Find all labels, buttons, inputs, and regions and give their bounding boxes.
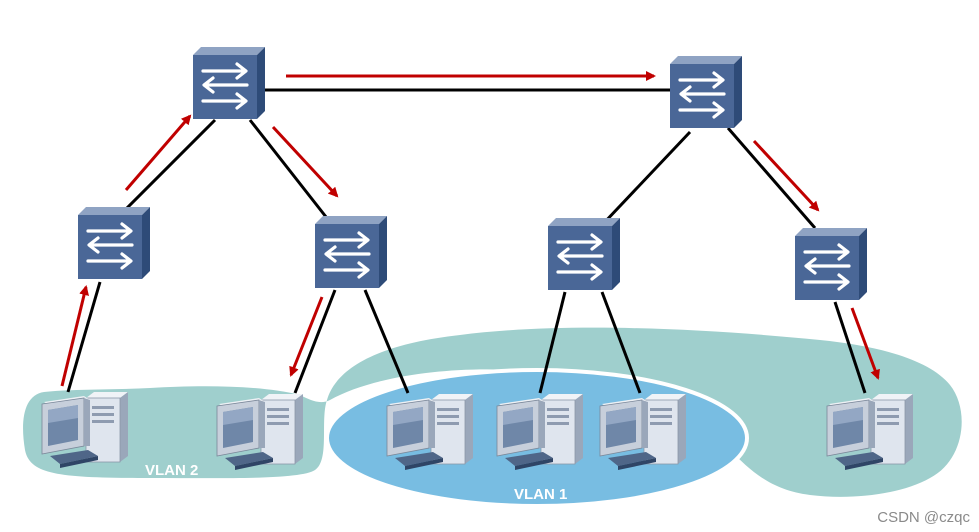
switch-icon: [191, 45, 267, 121]
link-root-left-access-2: [248, 119, 332, 223]
link-root-right-access-3: [600, 130, 692, 227]
link-access-2-pc-2: [293, 289, 337, 394]
computer-icon: [41, 391, 129, 469]
switch-icon: [76, 205, 152, 281]
switch-icon: [546, 216, 622, 292]
traffic-arrow: [271, 125, 339, 198]
computer-icon: [386, 393, 474, 471]
computer-icon: [496, 393, 584, 471]
link-root-right-access-4: [726, 127, 817, 229]
vlan2-label: VLAN 2: [145, 462, 198, 479]
switch-icon: [793, 226, 869, 302]
vlan1-label: VLAN 1: [514, 486, 567, 503]
link-access-4-pc-6: [833, 301, 867, 394]
link-root-left-access-1: [118, 118, 217, 217]
computer-icon: [216, 393, 304, 471]
switch-icon: [313, 214, 389, 290]
traffic-arrow: [752, 139, 820, 212]
traffic-arrows: [60, 71, 880, 387]
links: [66, 88, 867, 394]
traffic-arrow: [850, 307, 880, 380]
computer-icon: [826, 393, 914, 471]
link-access-3-pc-4: [538, 291, 567, 394]
traffic-arrow: [289, 296, 324, 377]
watermark: CSDN @czqc: [877, 509, 970, 526]
switch-icon: [668, 54, 744, 130]
computer-icon: [599, 393, 687, 471]
traffic-arrow: [60, 285, 89, 387]
link-access-3-pc-5: [600, 291, 642, 394]
link-access-1-pc-1: [66, 281, 102, 393]
traffic-arrow: [124, 114, 192, 191]
link-access-2-pc-3: [363, 289, 410, 394]
